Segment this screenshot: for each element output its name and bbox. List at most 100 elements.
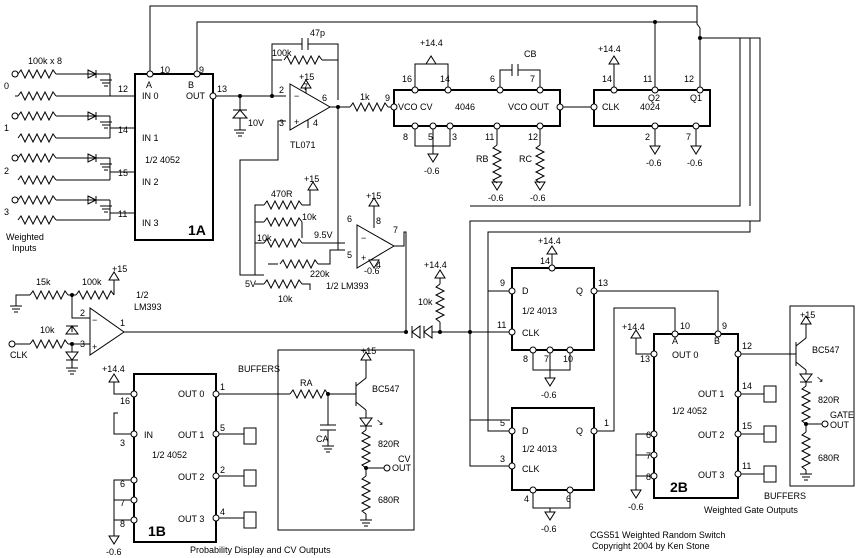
ff1-pin13: 13	[598, 278, 608, 288]
int-cap-label: 47p	[310, 28, 325, 38]
tl071-supply: +15	[299, 72, 314, 82]
buffer-gate-res1: 820R	[818, 395, 840, 405]
comparator-ref: 470R +15 10k 10k 9.5V 220k 10k 5V − + 6 …	[245, 174, 407, 330]
tl071-pin4: 4	[313, 118, 318, 128]
mux2b-pin10: 10	[680, 321, 690, 331]
inputs-caption-1: Weighted	[6, 232, 44, 242]
lm393a-pin7: 7	[393, 225, 398, 235]
buffer-cv-out2: OUT	[392, 463, 412, 473]
mux1b-pin3: 3	[120, 438, 125, 448]
buffer-cv-transistor: BC547	[372, 384, 400, 394]
lm393a-pin6: 6	[347, 214, 352, 224]
mux1b-outpin1: 1	[220, 382, 225, 392]
mux2b-pin9: 9	[722, 321, 727, 331]
mux1b-outpin4: 4	[220, 507, 225, 517]
buffer-cv-res1: 820R	[378, 439, 400, 449]
ff2-4013: D Q CLK 1/2 4013 5 1 3 4 6 -0.6	[487, 232, 676, 534]
mux1a-pin14: 14	[118, 125, 128, 135]
mux2b-out1: OUT 1	[698, 389, 724, 399]
vco-cb: CB	[524, 49, 537, 59]
input-label-1: 1	[4, 123, 9, 133]
buffer-ca: CA	[316, 434, 329, 444]
vco-pin12: 12	[528, 132, 538, 142]
mux2b-a: A	[672, 336, 678, 346]
mux1b-out2: OUT 2	[178, 472, 204, 482]
weighted-inputs: 100k x 8	[4, 56, 135, 253]
lm393a-supply: +15	[366, 191, 381, 201]
mux1b-supply: +14.4	[102, 364, 125, 374]
vco-pin6: 6	[490, 74, 495, 84]
mux1a-pin15: 15	[118, 168, 128, 178]
vco-pin8: 8	[403, 132, 408, 142]
vco-pin3: 3	[452, 132, 457, 142]
buffer-cv: BUFFERS RA CA +15 BC547 ↘ 820R CV OUT 68…	[190, 346, 415, 555]
buffer-gate-transistor: BC547	[812, 345, 840, 355]
vco-pin9: 9	[385, 93, 390, 103]
buffer-ra: RA	[300, 378, 313, 388]
lm393a-neg: -0.6	[364, 266, 380, 276]
mux1a-part: 1/2 4052	[145, 155, 180, 165]
lm393a-minus: −	[361, 233, 366, 243]
mux2b-pin6: 6	[646, 430, 651, 440]
mux2b-out2: OUT 2	[698, 430, 724, 440]
mux1a-out: OUT	[186, 91, 206, 101]
lm393b-minus: −	[92, 315, 97, 325]
mux2b-outpin12: 12	[742, 341, 752, 351]
clk-res-10k: 10k	[40, 325, 55, 335]
mux1a-pin13: 13	[217, 84, 227, 94]
vco-4046: VCO CV 4046 VCO OUT 9 16 14 6 7 +14.4 CB…	[385, 38, 594, 203]
mux2b-b: B	[714, 336, 720, 346]
pullup-res: 10k	[418, 297, 433, 307]
vco-pin14: 14	[440, 74, 450, 84]
mux2b-pin8: 8	[646, 472, 651, 482]
ff1-clk: CLK	[522, 328, 540, 338]
lm393a-part: 1/2 LM393	[326, 281, 369, 291]
clock-input: 15k 100k +15 − + 2 3 1 1/2 LM393 10k CLK	[8, 264, 510, 375]
lm393b-part2: LM393	[134, 302, 162, 312]
ref-res-220k: 220k	[310, 269, 330, 279]
mux1a-pin10: 10	[160, 65, 170, 75]
buffer-gate-caption: Weighted Gate Outputs	[704, 505, 798, 515]
ff2-neg: -0.6	[541, 524, 557, 534]
buffer-gate-title: BUFFERS	[764, 491, 806, 501]
lm393a-plus: +	[361, 253, 366, 263]
ff2-d: D	[522, 426, 529, 436]
vco-part: 4046	[455, 102, 475, 112]
lm393a-pin4: 4	[376, 260, 381, 270]
mux2b-part: 1/2 4052	[672, 406, 707, 416]
clk-res-100k: 100k	[82, 277, 102, 287]
mux1a-pin11: 11	[118, 209, 127, 219]
mux-2b: OUT 0 OUT 1 OUT 2 OUT 3 1/2 4052 2B A B …	[622, 320, 796, 512]
counter-part: 4024	[640, 102, 660, 112]
vco-pin11: 11	[485, 132, 494, 142]
tl071-pin7: 7	[303, 82, 308, 92]
mux2b-neg: -0.6	[628, 502, 644, 512]
tl071-label: TL071	[290, 140, 316, 150]
buffer-gate-supply: +15	[800, 310, 815, 320]
opamp-plus: +	[294, 117, 299, 127]
mux1b-name: 1B	[148, 523, 166, 539]
mux1a-in0: IN 0	[142, 91, 159, 101]
ref-res-10k-a: 10k	[302, 212, 317, 222]
counter-pin14: 14	[602, 74, 612, 84]
copyright: Copyright 2004 by Ken Stone	[592, 541, 710, 551]
input-resistor-label: 100k x 8	[28, 56, 62, 66]
clk-res-15k: 15k	[36, 277, 51, 287]
mux1a-in3: IN 3	[142, 218, 159, 228]
counter-neg2: -0.6	[687, 158, 703, 168]
mux2b-name: 2B	[670, 479, 688, 495]
mux1a-b: B	[188, 80, 194, 90]
mux2b-out0: OUT 0	[672, 350, 698, 360]
buffer-cv-caption: Probability Display and CV Outputs	[190, 545, 331, 555]
mux2b-out3: OUT 3	[698, 470, 724, 480]
mux1b-out3: OUT 3	[178, 514, 204, 524]
mux2b-outpin14: 14	[742, 381, 752, 391]
vco-out-label: VCO OUT	[508, 102, 550, 112]
ff2-pin6: 6	[566, 494, 571, 504]
counter-pin2: 2	[645, 132, 650, 142]
ff1-pin8: 8	[523, 354, 528, 364]
ff1-part: 1/2 4013	[522, 306, 557, 316]
zener-label: 10V	[248, 118, 264, 128]
res-1k-label: 1k	[360, 92, 370, 102]
